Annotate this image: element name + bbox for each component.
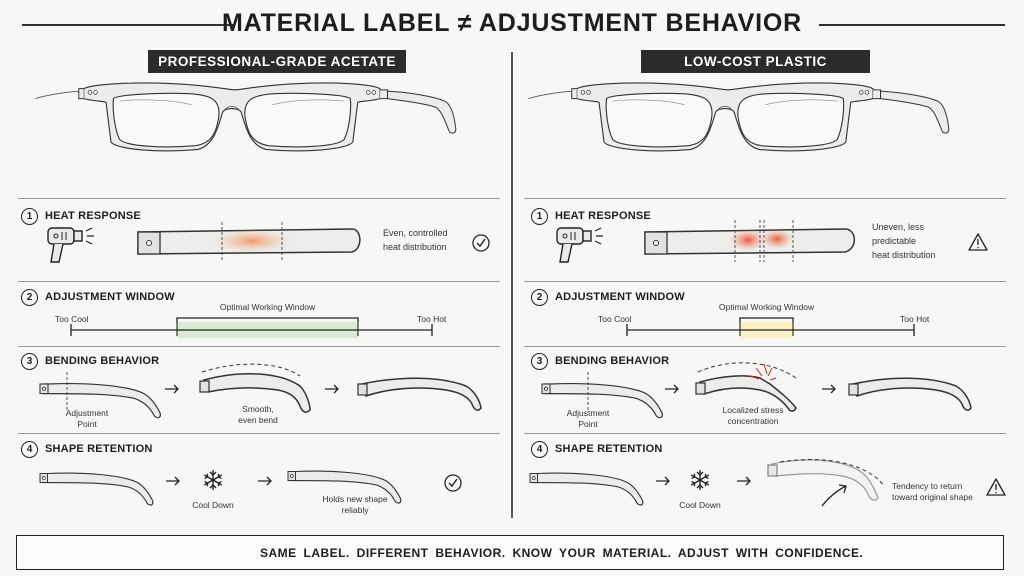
- heat-gun-icon: [47, 227, 95, 263]
- temperature-scale-plastic: [626, 317, 915, 338]
- temple-springback: [767, 459, 885, 507]
- temple-heated-acetate: [137, 222, 361, 262]
- optimal-window-label: Optimal Working Window: [219, 302, 316, 312]
- title-row: MATERIAL LABEL ≠ ADJUSTMENT BEHAVIOR: [0, 6, 1024, 40]
- separator: [18, 433, 500, 434]
- section-number: 4: [21, 441, 38, 458]
- temple-bent-warm: [529, 472, 644, 506]
- too-hot-label: Too Hot: [900, 314, 930, 324]
- section-title-heat-response: HEAT RESPONSE: [555, 210, 651, 222]
- footer-banner: SAME LABEL. DIFFERENT BEHAVIOR. KNOW YOU…: [16, 535, 1004, 570]
- arrow-right-icon: [656, 476, 670, 486]
- separator: [524, 346, 1006, 347]
- separator: [18, 281, 500, 282]
- cool-down-label: Cool Down: [192, 500, 234, 510]
- arrow-right-icon: [165, 384, 179, 394]
- retention-result-label: Holds new shape reliably: [322, 494, 388, 515]
- temple-final-acetate: [357, 377, 482, 411]
- section-number: 3: [531, 353, 548, 370]
- arrow-right-icon: [258, 476, 272, 486]
- check-circle-icon: [472, 234, 490, 252]
- section-number: 2: [531, 289, 548, 306]
- section-title-adjustment-window: ADJUSTMENT WINDOW: [555, 291, 685, 303]
- separator: [524, 433, 1006, 434]
- snowflake-icon: [203, 469, 223, 491]
- glasses-acetate-illustration: [34, 82, 457, 152]
- heat-gun-icon: [556, 227, 604, 263]
- arrow-right-icon: [737, 476, 751, 486]
- bend-result-label: Smooth, even bend: [238, 404, 278, 425]
- section-title-adjustment-window: ADJUSTMENT WINDOW: [45, 291, 175, 303]
- too-hot-label: Too Hot: [417, 314, 447, 324]
- badge-plastic: LOW-COST PLASTIC: [641, 50, 870, 73]
- glasses-plastic-illustration: [527, 82, 950, 152]
- too-cool-label: Too Cool: [598, 314, 632, 324]
- title-rule-right: [819, 24, 1005, 26]
- section-number: 2: [21, 289, 38, 306]
- temperature-scale-acetate: [70, 317, 433, 338]
- temple-bent-warm: [39, 472, 154, 506]
- section-number: 3: [21, 353, 38, 370]
- temple-smooth-bend: [199, 363, 311, 413]
- section-title-shape-retention: SHAPE RETENTION: [555, 443, 663, 455]
- check-circle-icon: [444, 474, 462, 492]
- temple-heated-plastic: [644, 220, 856, 262]
- cool-down-label: Cool Down: [679, 500, 721, 510]
- page-title: MATERIAL LABEL ≠ ADJUSTMENT BEHAVIOR: [221, 9, 803, 37]
- arrow-right-icon: [822, 384, 836, 394]
- arrow-right-icon: [665, 384, 679, 394]
- separator: [524, 281, 1006, 282]
- section-title-bending-behavior: BENDING BEHAVIOR: [555, 355, 670, 367]
- retention-result-label: Tendency to return toward original shape: [892, 481, 973, 502]
- warning-icon: [968, 233, 988, 251]
- optimal-window-label: Optimal Working Window: [718, 302, 815, 312]
- section-title-bending-behavior: BENDING BEHAVIOR: [45, 355, 160, 367]
- section-number: 1: [531, 208, 548, 225]
- snowflake-icon: [690, 469, 710, 491]
- title-rule-left: [22, 24, 234, 26]
- separator: [18, 198, 500, 199]
- separator: [524, 198, 1006, 199]
- bend-result-label: Localized stress concentration: [722, 405, 784, 426]
- badge-acetate: PROFESSIONAL-GRADE ACETATE: [148, 50, 406, 73]
- too-cool-label: Too Cool: [55, 314, 89, 324]
- adjustment-point-label: Adjustment Point: [566, 408, 610, 429]
- adjustment-point-label: Adjustment Point: [65, 408, 109, 429]
- stress-marks: [749, 363, 777, 381]
- arrow-right-icon: [166, 476, 180, 486]
- footer-text: SAME LABEL. DIFFERENT BEHAVIOR. KNOW YOU…: [260, 546, 864, 560]
- arrow-right-icon: [325, 384, 339, 394]
- section-title-shape-retention: SHAPE RETENTION: [45, 443, 153, 455]
- section-title-heat-response: HEAT RESPONSE: [45, 210, 141, 222]
- temple-kinked: [695, 362, 797, 412]
- warning-icon: [986, 478, 1006, 496]
- heat-description: Uneven, less predictable heat distributi…: [872, 222, 936, 260]
- heat-description: Even, controlled heat distribution: [383, 228, 448, 252]
- section-number: 1: [21, 208, 38, 225]
- separator: [18, 346, 500, 347]
- temple-final-plastic: [848, 377, 972, 411]
- section-number: 4: [531, 441, 548, 458]
- center-divider: [511, 52, 513, 518]
